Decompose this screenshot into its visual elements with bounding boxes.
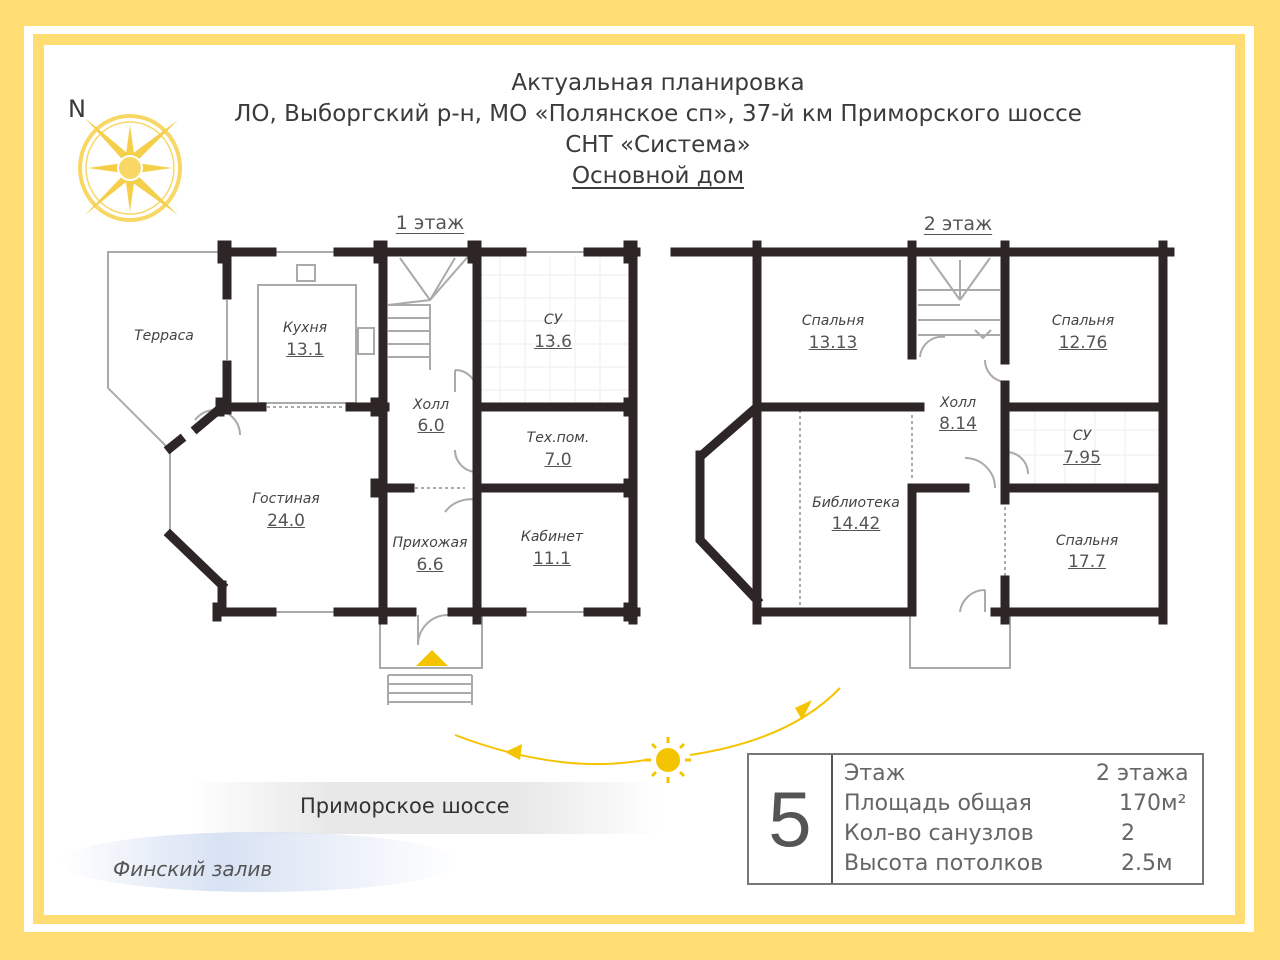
info-label: Кол-во санузлов (844, 821, 1034, 846)
bay-label: Финский залив (113, 857, 273, 881)
info-label: Площадь общая (844, 791, 1032, 816)
room-label: Спальня (1055, 533, 1119, 549)
sun-icon (645, 737, 691, 783)
room-area: 13.13 (808, 333, 858, 353)
sun-path (454, 687, 841, 766)
floor1-walls (163, 240, 641, 625)
room-area: 6.6 (416, 555, 444, 575)
room-area: 12.76 (1058, 333, 1108, 353)
room-label: Терраса (134, 328, 194, 344)
info-label: Высота потолков (844, 851, 1044, 876)
info-label: Этаж (844, 761, 906, 786)
room-area: 24.0 (267, 511, 305, 531)
road-band (190, 782, 660, 834)
tile-grid (481, 256, 1160, 485)
plan-number: 5 (749, 755, 833, 883)
room-area: 7.95 (1063, 448, 1101, 468)
room-area: 6.0 (417, 416, 445, 436)
header-title: Актуальная планировка (511, 70, 805, 96)
room-label: Кухня (282, 320, 328, 336)
room-area: 13.1 (286, 340, 324, 360)
room-label: Прихожая (392, 535, 468, 551)
info-value: 2 (1121, 821, 1135, 846)
room-area: 14.42 (831, 514, 881, 534)
info-value: 170м² (1119, 791, 1187, 816)
room-area: 17.7 (1068, 552, 1106, 572)
room-area: 11.1 (533, 549, 571, 569)
room-label: СУ (1072, 428, 1092, 444)
header-settlement: СНТ «Система» (565, 132, 751, 158)
room-label: Холл (412, 397, 450, 413)
room-area: 13.6 (534, 332, 572, 352)
room-label: Спальня (801, 313, 865, 329)
floor1-title: 1 этаж (395, 212, 465, 234)
room-label: Спальня (1051, 313, 1115, 329)
room-label: Тех.пом. (526, 430, 590, 446)
sun-path-arrow-icon (795, 700, 812, 720)
sun-path-arrow-icon (505, 744, 522, 760)
info-value: 2 этажа (1096, 761, 1189, 786)
bay-band (60, 832, 460, 892)
info-value: 2.5м (1121, 851, 1173, 876)
road-label: Приморское шоссе (300, 794, 510, 818)
entrance-arrow-icon (416, 650, 448, 666)
header-subtitle: Основной дом (571, 163, 745, 189)
info-table: 5 Этаж 2 этажа Площадь общая 170м² Кол-в… (747, 753, 1204, 885)
compass-north-label: N (68, 95, 86, 123)
header-address: ЛО, Выборгский р-н, МО «Полянское сп», 3… (234, 101, 1082, 127)
compass-rose-icon (78, 114, 182, 222)
room-label: Кабинет (520, 529, 584, 545)
room-label: СУ (543, 312, 563, 328)
room-area: 8.14 (939, 414, 977, 434)
floor2-walls (670, 240, 1175, 625)
room-label: Библиотека (812, 495, 900, 511)
room-label: Холл (939, 395, 977, 411)
room-label: Гостиная (252, 491, 320, 507)
floor2-title: 2 этаж (923, 213, 993, 235)
room-area: 7.0 (544, 450, 572, 470)
